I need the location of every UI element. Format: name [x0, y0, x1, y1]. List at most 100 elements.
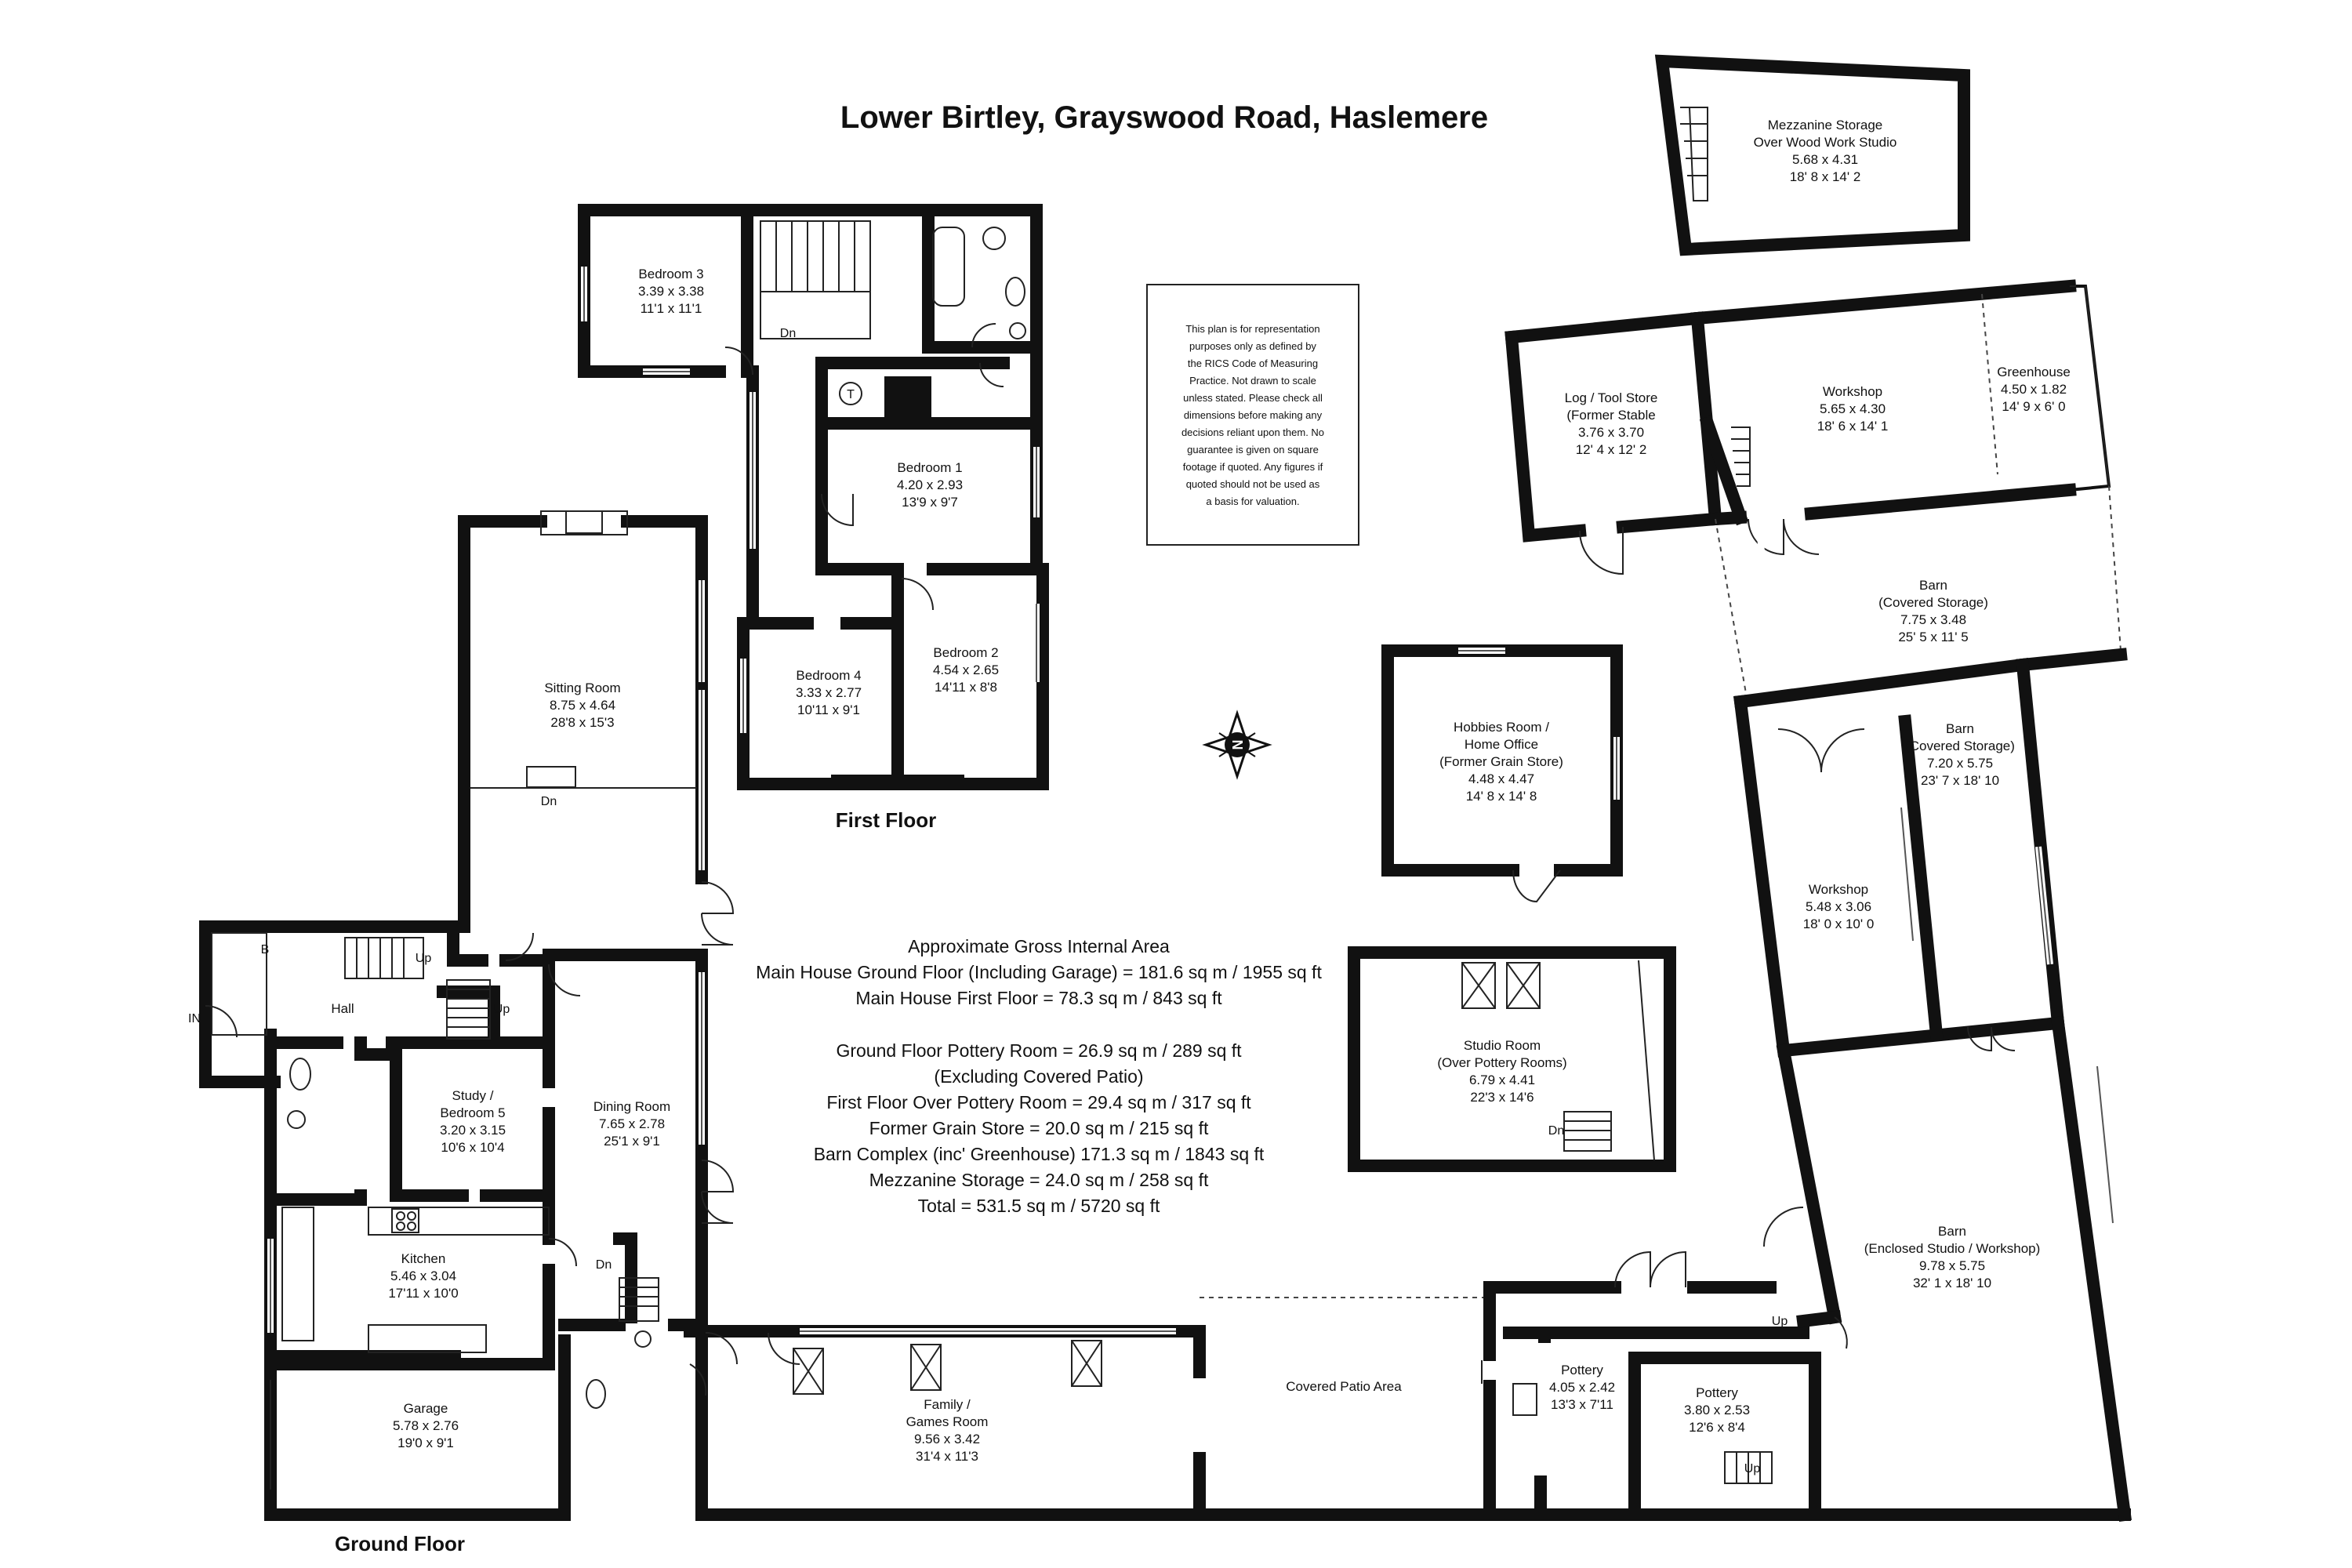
svg-text:Family /: Family / — [924, 1397, 971, 1412]
svg-text:3.80 x 2.53: 3.80 x 2.53 — [1684, 1403, 1750, 1417]
room-workshop-2: Workshop 5.48 x 3.06 18' 0 x 10' 0 — [1803, 882, 1875, 931]
disclaimer-line: guarantee is given on square — [1187, 444, 1319, 456]
room-bedroom-4: Bedroom 4 3.33 x 2.77 10'11 x 9'1 — [796, 668, 862, 717]
svg-text:Bedroom 2: Bedroom 2 — [933, 645, 998, 660]
area-line: Ground Floor Pottery Room = 26.9 sq m / … — [836, 1040, 1242, 1061]
room-covered-patio: Covered Patio Area — [1286, 1379, 1402, 1394]
room-dining-room: Dining Room 7.65 x 2.78 25'1 x 9'1 — [593, 1099, 670, 1149]
svg-text:14' 9 x 6' 0: 14' 9 x 6' 0 — [2002, 399, 2065, 414]
svg-text:Barn: Barn — [1919, 578, 1947, 593]
room-bedroom-3: Bedroom 3 3.39 x 3.38 11'1 x 11'1 — [638, 267, 704, 316]
svg-text:(Former Stable: (Former Stable — [1566, 408, 1655, 423]
svg-text:7.65 x 2.78: 7.65 x 2.78 — [599, 1116, 665, 1131]
room-sitting-room: Sitting Room 8.75 x 4.64 28'8 x 15'3 — [544, 681, 620, 730]
svg-text:19'0 x 9'1: 19'0 x 9'1 — [397, 1436, 454, 1450]
svg-text:Bedroom 3: Bedroom 3 — [638, 267, 703, 281]
disclaimer-line: decisions reliant upon them. No — [1181, 426, 1324, 438]
room-kitchen: Kitchen 5.46 x 3.04 17'11 x 10'0 — [388, 1251, 458, 1301]
area-summary: Approximate Gross Internal Area Main Hou… — [756, 936, 1322, 1216]
svg-text:(Covered Storage): (Covered Storage) — [1905, 739, 2015, 753]
svg-text:4.48 x 4.47: 4.48 x 4.47 — [1468, 771, 1534, 786]
room-bedroom-2: Bedroom 2 4.54 x 2.65 14'11 x 8'8 — [933, 645, 999, 695]
disclaimer-line: quoted should not be used as — [1186, 478, 1320, 490]
svg-text:4.50 x 1.82: 4.50 x 1.82 — [2001, 382, 2067, 397]
svg-text:3.39 x 3.38: 3.39 x 3.38 — [638, 284, 704, 299]
studio-room-plan: Dn Studio Room (Over Pottery Rooms) 6.79… — [1348, 946, 1676, 1172]
svg-text:5.68 x 4.31: 5.68 x 4.31 — [1792, 152, 1858, 167]
svg-text:Study /: Study / — [452, 1088, 494, 1103]
stairs-up-marker: Up — [494, 1003, 510, 1016]
svg-text:7.20 x 5.75: 7.20 x 5.75 — [1927, 756, 1993, 771]
svg-text:13'9 x 9'7: 13'9 x 9'7 — [902, 495, 958, 510]
svg-text:14' 8 x 14' 8: 14' 8 x 14' 8 — [1466, 789, 1537, 804]
area-line: First Floor Over Pottery Room = 29.4 sq … — [826, 1092, 1251, 1112]
svg-text:9.78 x 5.75: 9.78 x 5.75 — [1919, 1258, 1985, 1273]
disclaimer-box: This plan is for representation purposes… — [1146, 284, 1359, 546]
svg-text:4.20 x 2.93: 4.20 x 2.93 — [897, 477, 963, 492]
entrance-marker: IN — [188, 1012, 201, 1025]
svg-text:Kitchen: Kitchen — [401, 1251, 446, 1266]
svg-text:5.78 x 2.76: 5.78 x 2.76 — [393, 1418, 459, 1433]
room-hall: Hall — [331, 1001, 354, 1016]
svg-text:Games Room: Games Room — [906, 1414, 989, 1429]
svg-text:17'11 x 10'0: 17'11 x 10'0 — [388, 1286, 458, 1301]
svg-text:10'6 x 10'4: 10'6 x 10'4 — [441, 1140, 504, 1155]
svg-text:23' 7 x 18' 10: 23' 7 x 18' 10 — [1921, 773, 1999, 788]
disclaimer-line: the RICS Code of Measuring — [1188, 358, 1318, 369]
svg-text:22'3 x 14'6: 22'3 x 14'6 — [1470, 1090, 1534, 1105]
room-log-store: Log / Tool Store (Former Stable 3.76 x 3… — [1565, 390, 1658, 457]
svg-text:9.56 x 3.42: 9.56 x 3.42 — [914, 1432, 980, 1446]
svg-text:Workshop: Workshop — [1809, 882, 1868, 897]
area-line: Main House Ground Floor (Including Garag… — [756, 962, 1322, 982]
svg-text:Workshop: Workshop — [1823, 384, 1882, 399]
disclaimer-line: purposes only as defined by — [1189, 340, 1316, 352]
svg-text:3.20 x 3.15: 3.20 x 3.15 — [440, 1123, 506, 1138]
room-barn-3: Barn (Enclosed Studio / Workshop) 9.78 x… — [1864, 1224, 2041, 1290]
svg-text:Sitting Room: Sitting Room — [544, 681, 620, 695]
first-floor-windows — [581, 267, 1040, 733]
svg-text:4.05 x 2.42: 4.05 x 2.42 — [1549, 1380, 1615, 1395]
hobbies-room-plan: Hobbies Room / Home Office (Former Grain… — [1381, 644, 1623, 903]
svg-text:18' 8 x 14' 2: 18' 8 x 14' 2 — [1790, 169, 1861, 184]
svg-text:Over Wood Work Studio: Over Wood Work Studio — [1754, 135, 1897, 150]
stairs-down-marker: Dn — [1548, 1124, 1564, 1138]
room-mezzanine: Mezzanine Storage Over Wood Work Studio … — [1754, 118, 1897, 184]
stairs-up-marker: Up — [416, 952, 432, 965]
svg-text:Hobbies Room /: Hobbies Room / — [1454, 720, 1549, 735]
svg-text:Barn: Barn — [1946, 721, 1974, 736]
svg-text:(Over Pottery Rooms): (Over Pottery Rooms) — [1437, 1055, 1566, 1070]
compass-icon: N — [1202, 710, 1272, 780]
tank-marker: T — [847, 388, 855, 401]
room-bedroom-1: Bedroom 1 4.20 x 2.93 13'9 x 9'7 — [897, 460, 963, 510]
compass-north-label: N — [1230, 740, 1246, 750]
room-study: Study / Bedroom 5 3.20 x 3.15 10'6 x 10'… — [440, 1088, 506, 1155]
svg-text:7.75 x 3.48: 7.75 x 3.48 — [1900, 612, 1966, 627]
ground-floor-plan: Dn — [188, 510, 2131, 1555]
svg-text:Dining Room: Dining Room — [593, 1099, 670, 1114]
svg-text:3.76 x 3.70: 3.76 x 3.70 — [1578, 425, 1644, 440]
svg-text:5.46 x 3.04: 5.46 x 3.04 — [390, 1269, 456, 1283]
svg-text:18' 0 x 10' 0: 18' 0 x 10' 0 — [1803, 916, 1875, 931]
svg-text:28'8 x 15'3: 28'8 x 15'3 — [550, 715, 614, 730]
stairs-down-marker: Dn — [596, 1258, 612, 1272]
svg-text:12'6 x 8'4: 12'6 x 8'4 — [1689, 1420, 1745, 1435]
svg-text:13'3 x 7'11: 13'3 x 7'11 — [1551, 1397, 1613, 1412]
svg-text:Bedroom 1: Bedroom 1 — [897, 460, 962, 475]
disclaimer-line: footage if quoted. Any figures if — [1183, 461, 1323, 473]
svg-text:Bedroom 5: Bedroom 5 — [440, 1105, 505, 1120]
room-garage: Garage 5.78 x 2.76 19'0 x 9'1 — [393, 1401, 459, 1450]
plan-title: Lower Birtley, Grayswood Road, Haslemere — [840, 100, 1488, 135]
svg-text:Pottery: Pottery — [1696, 1385, 1738, 1400]
svg-text:32' 1 x 18' 10: 32' 1 x 18' 10 — [1913, 1276, 1991, 1290]
svg-text:14'11 x 8'8: 14'11 x 8'8 — [935, 680, 997, 695]
pottery-plan: Up Pottery 4.05 x 2.42 13'3 x 7'11 Potte… — [1481, 1250, 1821, 1521]
svg-text:(Enclosed Studio / Workshop): (Enclosed Studio / Workshop) — [1864, 1241, 2041, 1256]
ground-floor-windows — [267, 580, 1176, 1334]
svg-text:6.79 x 4.41: 6.79 x 4.41 — [1469, 1073, 1535, 1087]
area-line: Main House First Floor = 78.3 sq m / 843… — [855, 988, 1222, 1008]
svg-text:25' 5 x 11' 5: 25' 5 x 11' 5 — [1898, 630, 1968, 644]
svg-text:(Covered Storage): (Covered Storage) — [1878, 595, 1988, 610]
barn-windows — [1753, 501, 2116, 1224]
area-line: Total = 531.5 sq m / 5720 sq ft — [918, 1196, 1160, 1216]
boiler-marker: B — [261, 943, 270, 956]
